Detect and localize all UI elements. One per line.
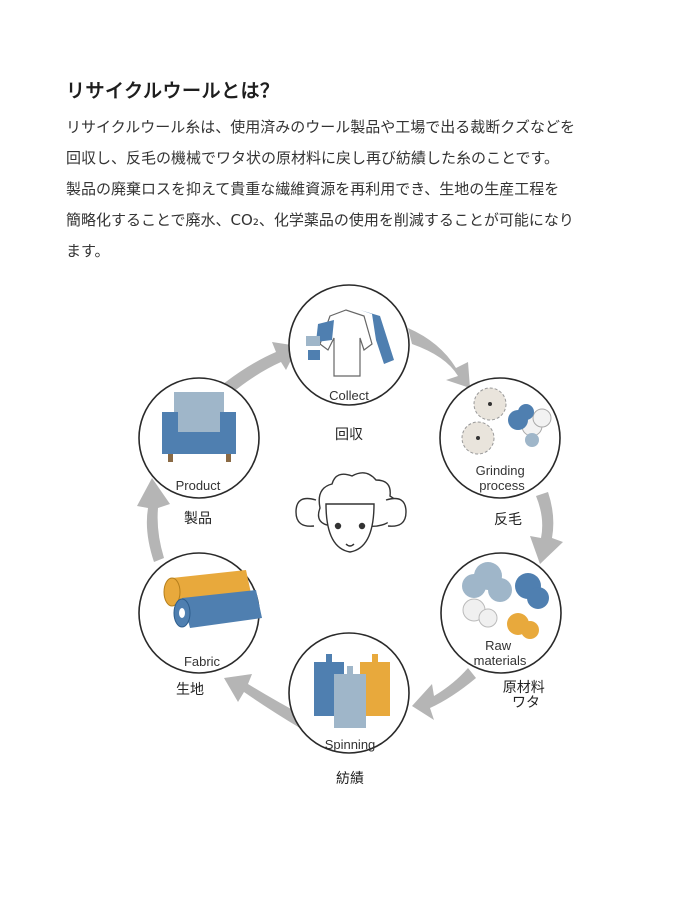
node-label-raw-jp: 原材料 ワタ bbox=[503, 680, 549, 711]
description-line: 簡略化することで廃水、CO₂、化学薬品の使用を削減することが可能になり bbox=[66, 211, 574, 229]
node-label-raw-en: Raw materials bbox=[474, 638, 527, 668]
node-label-product-jp: 製品 bbox=[184, 511, 212, 527]
node-grinding: Grinding process 反毛 bbox=[439, 377, 561, 528]
arrow-grinding-to-raw bbox=[530, 492, 563, 564]
arrow-product-to-collect bbox=[218, 342, 298, 398]
arrow-spinning-to-fabric bbox=[224, 674, 304, 728]
gear-icon bbox=[461, 387, 507, 455]
node-product: Product 製品 bbox=[138, 377, 260, 527]
wool-icon bbox=[508, 404, 552, 447]
node-fabric: Fabric 生地 bbox=[138, 552, 262, 698]
node-raw-materials: Raw materials 原材料 ワタ bbox=[440, 552, 562, 711]
description-line: 回収し、反毛の機械でワタ状の原材料に戻し再び紡績した糸のことです。 bbox=[66, 149, 560, 167]
node-label-line: process bbox=[479, 478, 525, 493]
arrow-fabric-to-product bbox=[137, 478, 170, 562]
node-label-collect-en: Collect bbox=[329, 388, 369, 403]
description-line: リサイクルウール糸は、使用済みのウール製品や工場で出る裁断クズなどを bbox=[66, 118, 575, 136]
description: リサイクルウール糸は、使用済みのウール製品や工場で出る裁断クズなどを 回収し、反… bbox=[66, 112, 646, 267]
node-label-fabric-en: Fabric bbox=[184, 654, 221, 669]
node-collect: Collect 回収 bbox=[288, 284, 410, 443]
page-title: リサイクルウールとは？ bbox=[66, 80, 280, 102]
spool-icon bbox=[314, 654, 390, 728]
node-label-product-en: Product bbox=[176, 478, 221, 493]
node-label-spinning-en: Spinning bbox=[325, 737, 376, 752]
node-label-line: materials bbox=[474, 653, 527, 668]
description-line: 製品の廃棄ロスを抑えて貴重な繊維資源を再利用でき、生地の生産工程を bbox=[66, 180, 560, 198]
node-spinning: Spinning 紡績 bbox=[288, 632, 410, 787]
chair-icon bbox=[162, 392, 236, 462]
clothes-icon bbox=[306, 309, 394, 377]
node-label-grinding-jp: 反毛 bbox=[494, 512, 522, 528]
description-line: ます。 bbox=[66, 242, 110, 260]
recycle-cycle-diagram: Collect 回収 Grinding process 反毛 bbox=[137, 284, 563, 787]
node-label-fabric-jp: 生地 bbox=[176, 682, 204, 698]
node-label-line: ワタ bbox=[512, 695, 540, 711]
cycle-arrows bbox=[137, 328, 563, 728]
fabric-roll-icon bbox=[163, 570, 262, 628]
node-label-grinding-en: Grinding process bbox=[476, 463, 529, 493]
arrow-raw-to-spinning bbox=[412, 668, 476, 720]
node-label-spinning-jp: 紡績 bbox=[336, 771, 364, 787]
arrow-collect-to-grinding bbox=[408, 328, 470, 388]
sheep-icon bbox=[295, 472, 407, 553]
wool-icon bbox=[462, 562, 549, 639]
node-label-collect-jp: 回収 bbox=[335, 427, 363, 443]
